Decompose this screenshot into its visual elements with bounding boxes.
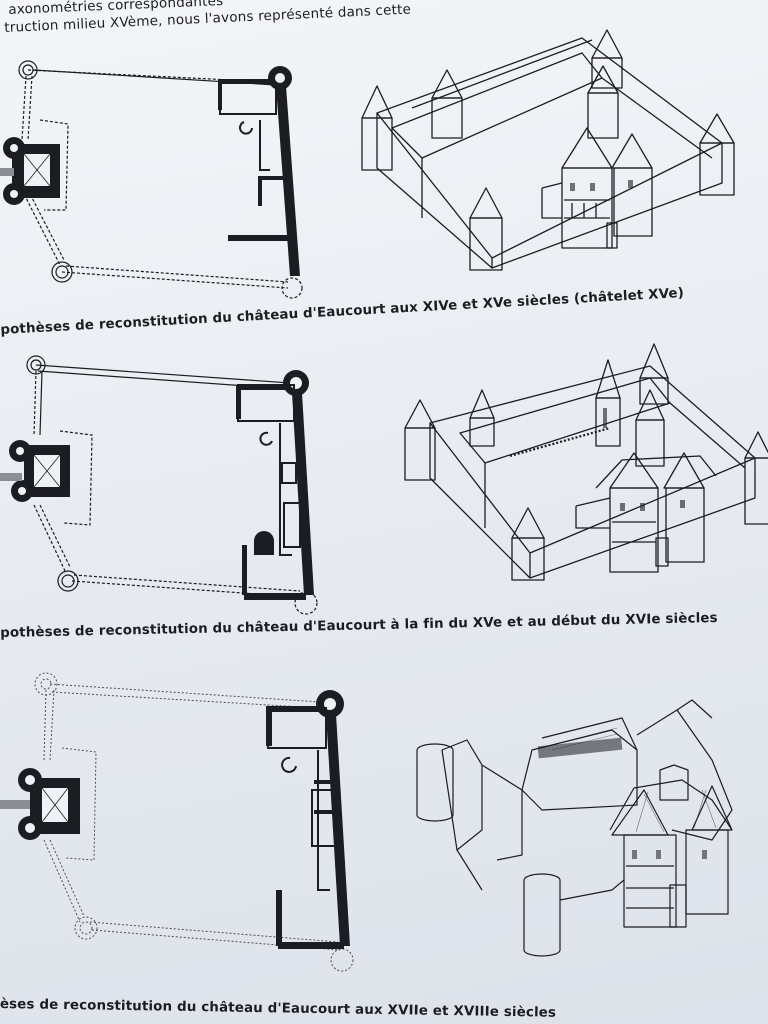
castle-axonometry-2 bbox=[404, 343, 768, 581]
castle-plan-1 bbox=[0, 60, 303, 299]
castle-axonometry-1 bbox=[361, 29, 735, 271]
castle-axonometry-3 bbox=[416, 699, 733, 957]
castle-plan-2 bbox=[0, 355, 318, 615]
figure-3-caption: èses de reconstitution du château d'Eauc… bbox=[0, 997, 557, 1021]
castle-plan-3 bbox=[0, 672, 354, 972]
